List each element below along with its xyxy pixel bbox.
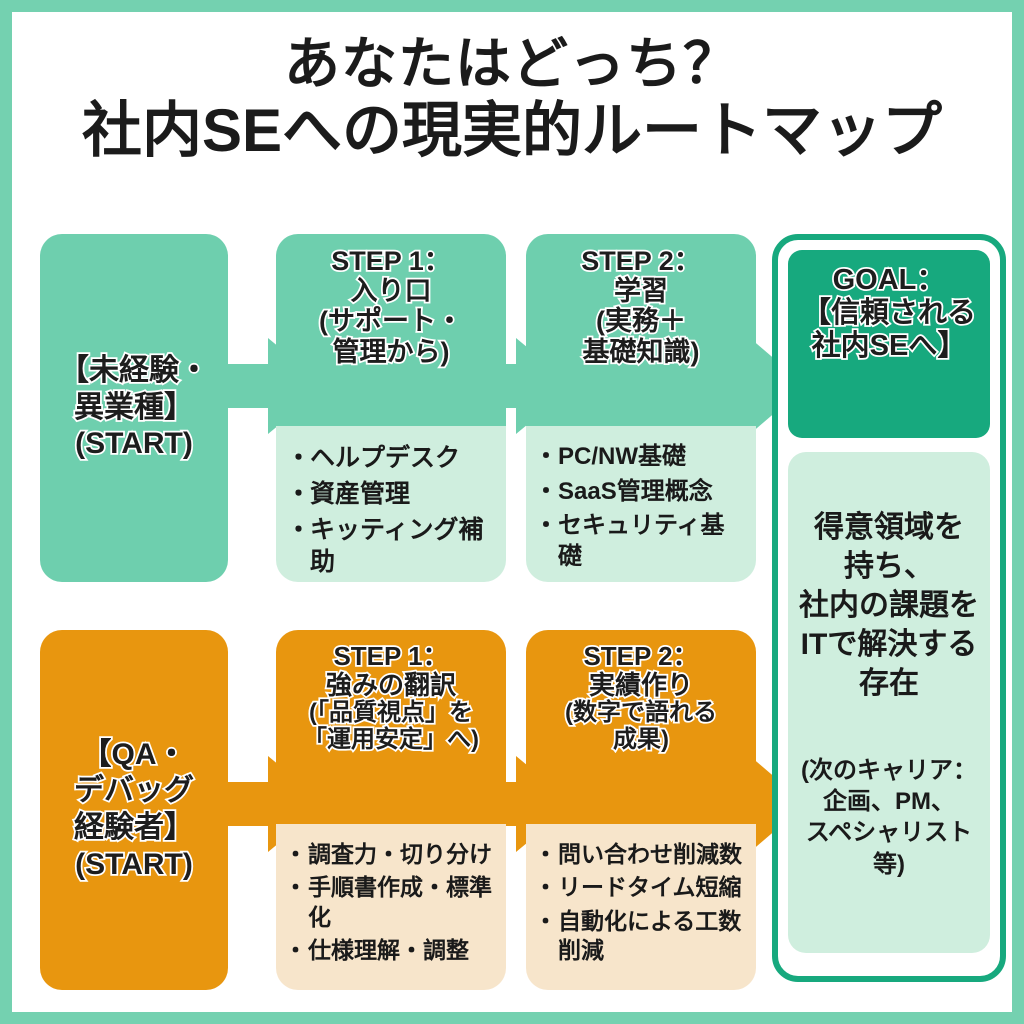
orange-step-2-head-line-3: (数字で語れる xyxy=(563,698,719,728)
orange-start-label: 【QA・ デバッグ 経験者】 (START) xyxy=(72,736,196,883)
goal-panel[interactable]: GOAL： 【信頼される 社内SEへ】 得意領域を 持ち、 社内の課題を ITで… xyxy=(772,234,1006,982)
green-track-start-card[interactable]: 【未経験・ 異業種】 (START) xyxy=(40,234,228,582)
green-step-1-head-line-1: STEP 1： xyxy=(329,244,452,278)
goal-body-line-4: ITで解決する xyxy=(800,628,978,661)
orange-step-1-head-line-3: (「品質視点」を xyxy=(307,698,475,728)
orange-step-2-bullets: 問い合わせ削減数 リードタイム短縮 自動化による工数削減 xyxy=(534,840,750,966)
goal-body: 得意領域を 持ち、 社内の課題を ITで解決する 存在 (次のキャリア： 企画、… xyxy=(788,452,990,953)
goal-body-line-1: 得意領域を xyxy=(814,511,964,544)
title-line-2: 社内SEへの現実的ルートマップ xyxy=(81,97,943,165)
orange-step-2-head-line-1: STEP 2： xyxy=(582,640,701,673)
green-step-2-head-line-2: 学習 xyxy=(612,274,670,308)
green-step-1-heading: STEP 1： 入り口 (サポート・ 管理から) xyxy=(276,234,506,426)
green-step-1-head-line-4: 管理から) xyxy=(331,335,452,369)
orange-step-1-head-line-1: STEP 1： xyxy=(332,640,451,673)
green-step-2-card[interactable]: STEP 2： 学習 (実務＋ 基礎知識) PC/NW基礎 SaaS管理概念 セ… xyxy=(526,234,756,582)
orange-step-2-card[interactable]: STEP 2： 実績作り (数字で語れる 成果) 問い合わせ削減数 リードタイム… xyxy=(526,630,756,990)
orange-step-1-head-line-2: 強みの翻訳 xyxy=(324,669,458,702)
goal-body-line-2: 持ち、 xyxy=(844,550,934,583)
goal-body-line-3: 社内の課題を xyxy=(799,589,979,622)
goal-sub-line-2: 企画、PM、 xyxy=(823,788,955,816)
goal-sub-line-3: スペシャリスト等) xyxy=(805,819,973,878)
green-step-1-card[interactable]: STEP 1： 入り口 (サポート・ 管理から) ヘルプデスク 資産管理 キッテ… xyxy=(276,234,506,582)
green-start-line-3: (START) xyxy=(73,426,194,462)
orange-step-2-body: 問い合わせ削減数 リードタイム短縮 自動化による工数削減 xyxy=(526,824,756,990)
goal-sub-line-1: (次のキャリア： xyxy=(801,757,977,784)
green-step-2-head-line-4: 基礎知識) xyxy=(581,335,702,369)
green-step-1-head-line-2: 入り口 xyxy=(349,274,434,308)
green-step-2-heading: STEP 2： 学習 (実務＋ 基礎知識) xyxy=(526,234,756,426)
list-item: 問い合わせ削減数 xyxy=(534,840,750,870)
orange-start-line-4: (START) xyxy=(73,846,194,882)
orange-step-2-head-line-4: 成果) xyxy=(611,724,671,754)
list-item: 調査力・切り分け xyxy=(284,840,500,870)
orange-step-1-head-line-4: 「運用安定」へ) xyxy=(301,724,481,754)
orange-step-1-body: 調査力・切り分け 手順書作成・標準化 仕様理解・調整 xyxy=(276,824,506,990)
list-item: ヘルプデスク xyxy=(286,442,496,474)
green-step-1-bullets: ヘルプデスク 資産管理 キッティング補助 xyxy=(286,442,496,578)
infographic-canvas: あなたはどっち？ 社内SEへの現実的ルートマップ 【未経験・ 異業種】 (S xyxy=(12,12,1012,1012)
list-item: キッティング補助 xyxy=(286,514,496,578)
orange-step-1-card[interactable]: STEP 1： 強みの翻訳 (「品質視点」を 「運用安定」へ) 調査力・切り分け… xyxy=(276,630,506,990)
orange-track-start-card[interactable]: 【QA・ デバッグ 経験者】 (START) xyxy=(40,630,228,990)
list-item: 仕様理解・調整 xyxy=(284,936,500,966)
green-step-2-head-line-3: (実務＋ xyxy=(594,305,688,339)
goal-heading: GOAL： 【信頼される 社内SEへ】 xyxy=(788,250,990,438)
page-title: あなたはどっち？ 社内SEへの現実的ルートマップ xyxy=(12,32,1012,165)
list-item: SaaS管理概念 xyxy=(534,477,748,508)
list-item: セキュリティ基礎 xyxy=(534,511,748,572)
goal-next-career: (次のキャリア： 企画、PM、 スペシャリスト等) xyxy=(796,755,982,880)
orange-step-1-heading: STEP 1： 強みの翻訳 (「品質視点」を 「運用安定」へ) xyxy=(276,630,506,824)
green-step-2-bullets: PC/NW基礎 SaaS管理概念 セキュリティ基礎 xyxy=(534,442,748,573)
green-step-2-body: PC/NW基礎 SaaS管理概念 セキュリティ基礎 xyxy=(526,426,756,582)
list-item: 自動化による工数削減 xyxy=(534,907,750,966)
list-item: 手順書作成・標準化 xyxy=(284,873,500,932)
orange-start-line-3: 経験者】 xyxy=(72,809,196,845)
goal-body-main: 得意領域を 持ち、 社内の課題を ITで解決する 存在 xyxy=(796,508,982,703)
green-step-2-head-line-1: STEP 2： xyxy=(579,244,702,278)
list-item: 資産管理 xyxy=(286,478,496,510)
orange-start-line-1: 【QA・ xyxy=(80,736,189,772)
goal-body-line-5: 存在 xyxy=(859,667,919,700)
orange-step-2-head-line-2: 実績作り xyxy=(587,669,695,702)
green-start-line-1: 【未経験・ xyxy=(57,352,211,388)
goal-head-line-3: 社内SEへ】 xyxy=(810,328,968,364)
orange-start-line-2: デバッグ xyxy=(72,773,196,809)
green-start-label: 【未経験・ 異業種】 (START) xyxy=(57,352,211,463)
goal-head-line-2: 【信頼される xyxy=(800,295,978,331)
title-line-1: あなたはどっち？ xyxy=(284,32,740,95)
orange-step-1-bullets: 調査力・切り分け 手順書作成・標準化 仕様理解・調整 xyxy=(284,840,500,966)
list-item: PC/NW基礎 xyxy=(534,442,748,473)
goal-head-line-1: GOAL： xyxy=(831,262,947,298)
green-start-line-2: 異業種】 xyxy=(72,389,196,425)
orange-step-2-heading: STEP 2： 実績作り (数字で語れる 成果) xyxy=(526,630,756,824)
green-step-1-head-line-3: (サポート・ xyxy=(317,305,465,339)
list-item: リードタイム短縮 xyxy=(534,873,750,903)
green-step-1-body: ヘルプデスク 資産管理 キッティング補助 xyxy=(276,426,506,582)
